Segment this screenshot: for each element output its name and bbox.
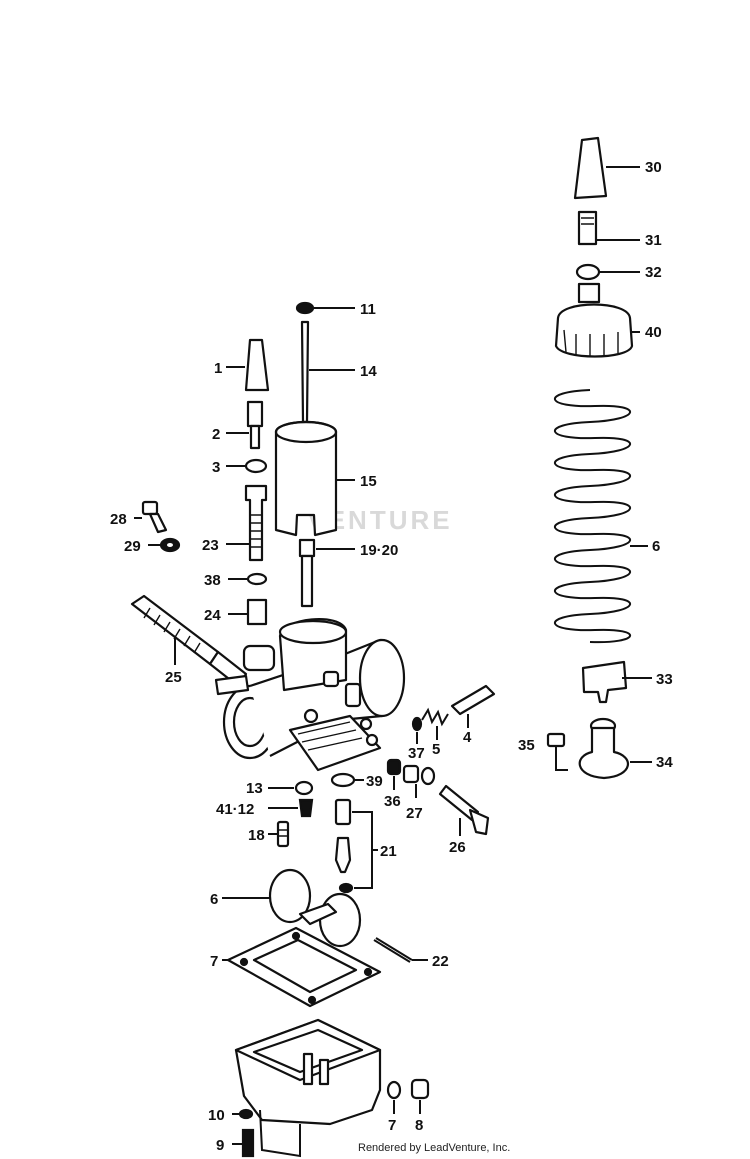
part-19-20-needle-jet — [298, 538, 355, 608]
label-26: 26 — [449, 839, 466, 856]
part-31-adjuster — [577, 210, 640, 246]
part-1-cap — [226, 338, 270, 392]
label-10: 10 — [208, 1107, 225, 1124]
part-38-washer — [228, 572, 268, 586]
part-6-spring — [553, 389, 648, 644]
part-30-cap — [573, 136, 640, 200]
label-22: 22 — [432, 953, 449, 970]
part-15-throttle-slide — [274, 420, 355, 537]
label-31: 31 — [645, 232, 662, 249]
label-41-12: 41·12 — [216, 801, 254, 818]
label-2: 2 — [212, 426, 220, 443]
carburetor-body — [214, 618, 406, 772]
part-23-cable-adjuster — [226, 484, 268, 562]
part-14-needle — [300, 320, 355, 424]
part-6-float — [222, 868, 362, 948]
part-28-bolt — [134, 500, 168, 534]
part-7-gasket — [222, 926, 382, 1008]
part-5-spring — [421, 707, 449, 740]
part-27-spring — [402, 764, 436, 798]
part-3-nut — [226, 458, 268, 474]
float-bowl — [234, 1018, 382, 1158]
label-9: 9 — [216, 1137, 224, 1154]
label-39: 39 — [366, 773, 383, 790]
part-41-12-jet — [268, 798, 314, 818]
label-8: 8 — [415, 1117, 423, 1134]
label-30: 30 — [645, 159, 662, 176]
label-3: 3 — [212, 459, 220, 476]
part-34-guide — [578, 717, 652, 780]
label-19-20: 19·20 — [360, 542, 398, 559]
label-6-float: 6 — [210, 891, 218, 908]
label-13: 13 — [246, 780, 263, 797]
label-15: 15 — [360, 473, 377, 490]
label-21: 21 — [380, 843, 397, 860]
label-14: 14 — [360, 363, 377, 380]
label-28: 28 — [110, 511, 127, 528]
label-25: 25 — [165, 669, 182, 686]
part-11-clip — [295, 301, 355, 315]
part-36-screw — [386, 758, 402, 790]
label-38: 38 — [204, 572, 221, 589]
part-32-nut — [575, 263, 640, 281]
part-7-drain-washer — [386, 1080, 402, 1114]
credit-text: Rendered by LeadVenture, Inc. — [358, 1142, 511, 1154]
label-23: 23 — [202, 537, 219, 554]
part-4-screw — [450, 684, 496, 728]
label-7-gasket: 7 — [210, 953, 218, 970]
label-29: 29 — [124, 538, 141, 555]
label-34: 34 — [656, 754, 673, 771]
label-18: 18 — [248, 827, 265, 844]
label-33: 33 — [656, 671, 673, 688]
label-6-spring: 6 — [652, 538, 660, 555]
part-40-top-cap — [554, 282, 640, 358]
label-5: 5 — [432, 741, 440, 758]
part-22-float-pin — [373, 937, 428, 963]
label-36: 36 — [384, 793, 401, 810]
part-25-cable-sleeve — [130, 594, 248, 688]
label-35: 35 — [518, 737, 535, 754]
label-7-drain: 7 — [388, 1117, 396, 1134]
label-11: 11 — [360, 301, 376, 318]
part-9-drain-screw — [232, 1128, 255, 1158]
label-32: 32 — [645, 264, 662, 281]
part-37-o-ring — [411, 716, 423, 744]
part-2-adjuster — [226, 400, 264, 450]
label-1: 1 — [214, 360, 222, 377]
part-33-clip — [581, 660, 652, 704]
label-37: 37 — [408, 745, 425, 762]
label-4: 4 — [463, 729, 472, 746]
part-26-air-screw — [438, 784, 490, 836]
label-24: 24 — [204, 607, 221, 624]
part-39-o-ring — [330, 772, 364, 788]
part-35-screw — [546, 732, 568, 771]
part-21-main-jet — [334, 798, 378, 894]
part-29-washer — [148, 537, 181, 553]
part-24-cap — [228, 598, 268, 626]
part-10-washer — [232, 1108, 254, 1120]
part-13-washer — [268, 780, 314, 796]
label-40: 40 — [645, 324, 662, 341]
part-18-pilot-jet — [268, 820, 290, 848]
label-27: 27 — [406, 805, 423, 822]
part-8-drain-plug — [410, 1078, 430, 1114]
